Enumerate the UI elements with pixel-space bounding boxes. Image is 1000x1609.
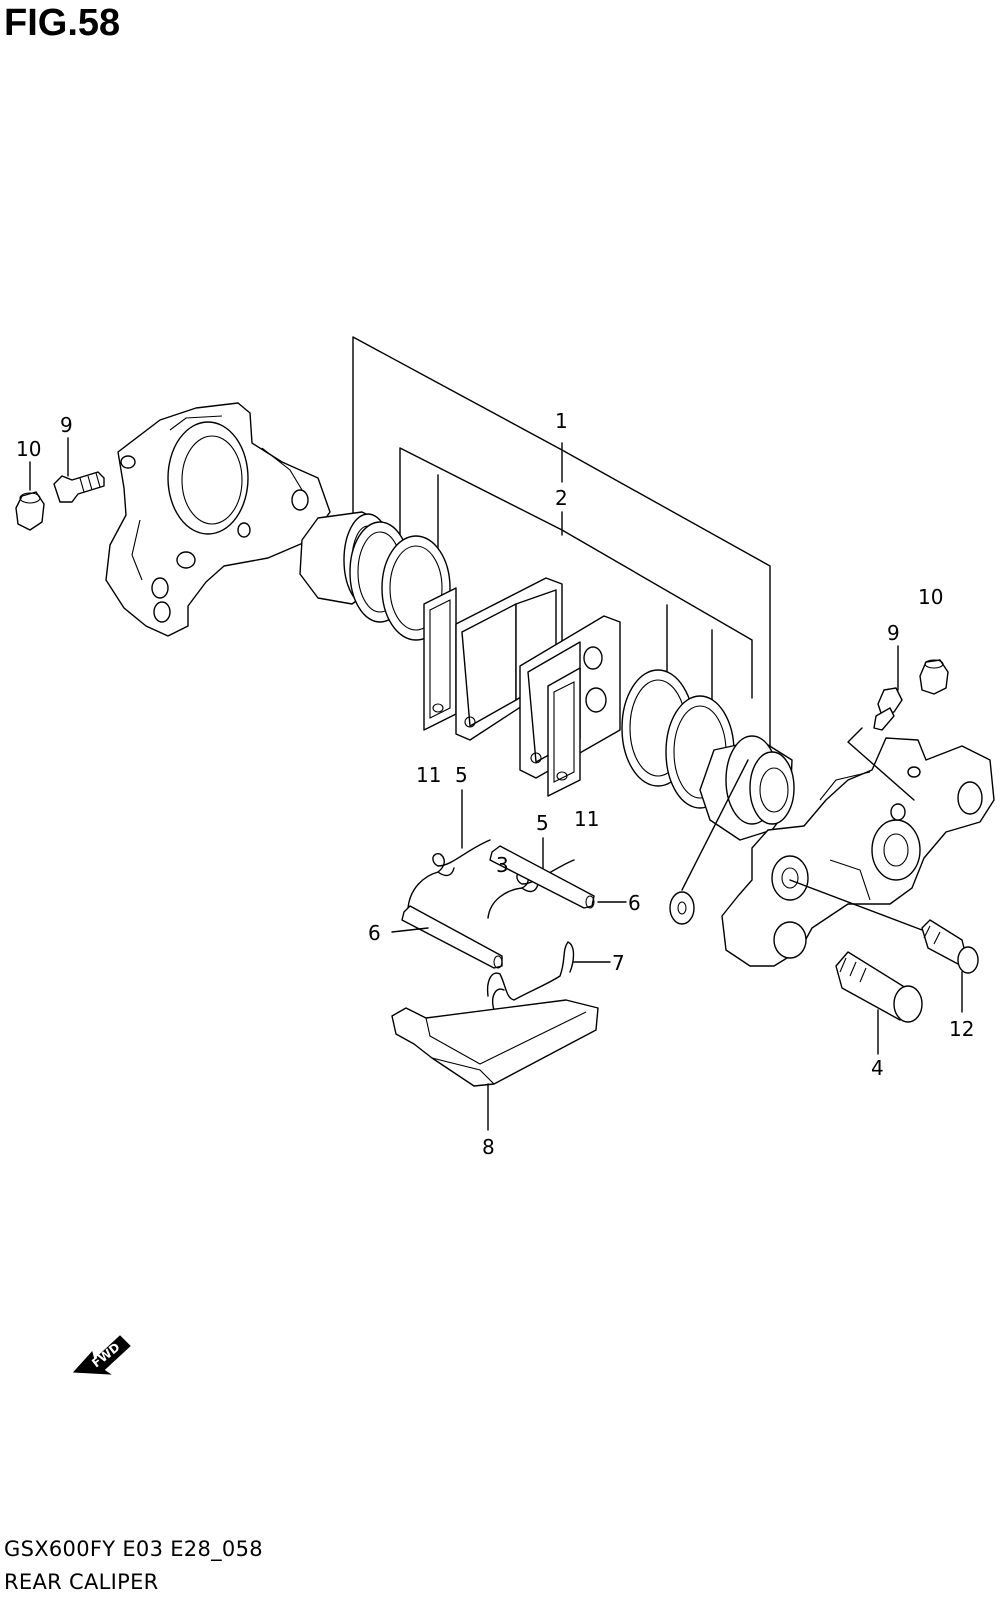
callout-6b: 6 [368,921,381,945]
callout-10b: 10 [918,585,943,609]
callout-11b: 11 [574,807,599,831]
section-name: REAR CALIPER [4,1570,159,1594]
bleeder-screw-left [53,471,105,503]
pad-shim-right [547,667,581,797]
callout-8: 8 [482,1135,495,1159]
callout-11a: 11 [416,763,441,787]
bleeder-cap-left [15,491,45,531]
callout-12: 12 [949,1017,974,1041]
pad-shim-left [423,587,457,731]
caliper-cover-8 [391,999,599,1087]
callout-6a: 6 [628,891,641,915]
callout-5b: 5 [536,811,549,835]
figure-title: FIG.58 [4,2,121,44]
caliper-half-left [105,402,331,637]
sleeve-bolt-4 [835,951,923,1023]
piston-right [699,735,795,841]
callout-4: 4 [871,1056,884,1080]
washer [669,891,695,925]
bleeder-screw-right [873,687,903,731]
pad-pin-upper [489,845,595,909]
callout-9a: 9 [60,413,73,437]
callout-7: 7 [612,951,625,975]
callout-1: 1 [555,409,568,433]
mounting-bolt-12 [921,919,979,974]
callout-9b: 9 [887,621,900,645]
callout-5a: 5 [455,763,468,787]
model-code: GSX600FY E03 E28_058 [4,1537,263,1561]
spring-clip-left [407,839,491,909]
callout-2: 2 [555,486,568,510]
pad-pin-lower [401,905,503,969]
callout-10a: 10 [16,437,41,461]
callout-3: 3 [496,853,509,877]
caliper-half-right [721,737,995,967]
fwd-arrow-icon: FWD [72,1335,131,1375]
bleeder-cap-right [919,659,949,695]
pad-spring-7 [486,941,575,1011]
